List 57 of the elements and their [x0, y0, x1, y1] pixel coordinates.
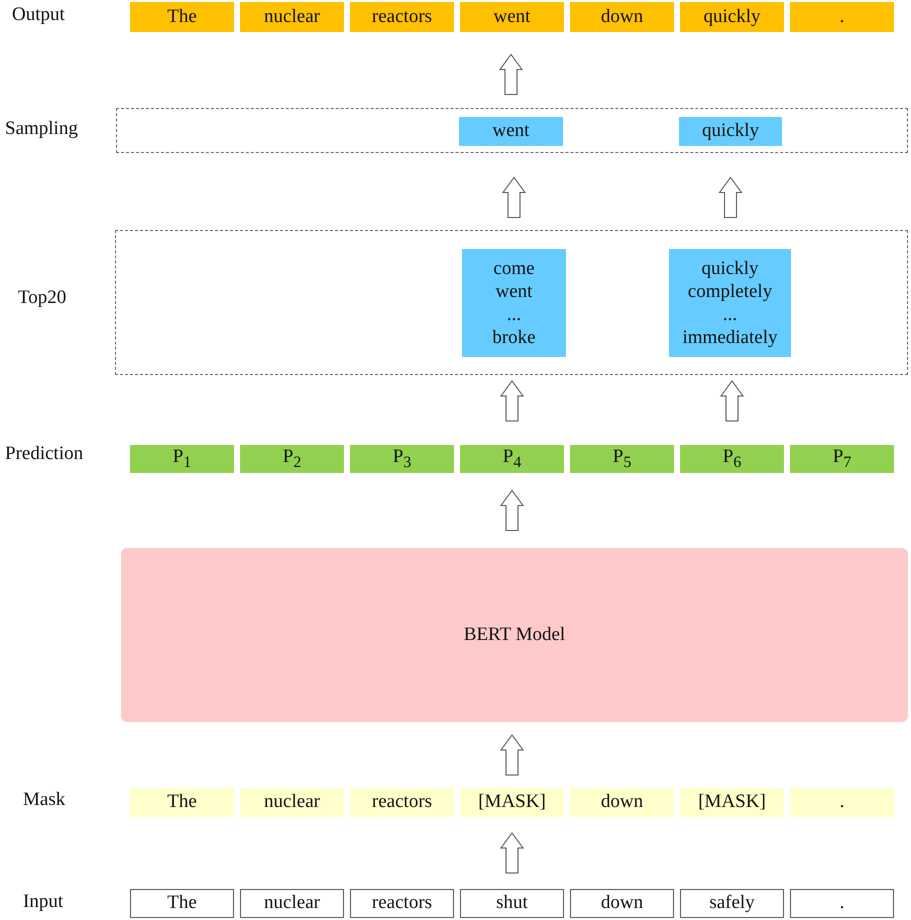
masked-token: down: [570, 788, 674, 817]
prediction-box: P$_{1}$: [130, 445, 234, 473]
masked-token: reactors: [350, 788, 454, 817]
hollow-arrow: [500, 490, 524, 531]
row-label: Prediction: [5, 443, 84, 465]
candidate-box: [462, 249, 566, 357]
input-token: shut: [460, 889, 564, 918]
row-label: Input: [23, 891, 64, 913]
candidate-word: completely: [688, 280, 772, 303]
output-token: reactors: [350, 2, 454, 32]
row-label: Mask: [23, 789, 66, 811]
model-block: BERT Model: [121, 548, 908, 722]
hollow-arrow: [718, 176, 742, 218]
prediction-box: P$_{6}$: [680, 445, 784, 473]
input-token: .: [790, 889, 894, 918]
hollow-arrow: [720, 380, 744, 422]
dashed-band: [116, 108, 908, 153]
candidate-word: immediately: [682, 326, 778, 350]
candidate-word: went: [496, 280, 532, 303]
input-token: safely: [680, 889, 784, 918]
candidate-word: come: [493, 256, 535, 280]
candidate-word: quickly: [702, 256, 758, 280]
masked-token: .: [790, 788, 894, 817]
hollow-arrow: [500, 832, 524, 874]
input-token: down: [570, 889, 674, 918]
candidate-word: ...: [506, 303, 522, 326]
hollow-arrow: [500, 734, 524, 776]
candidate-box: [669, 249, 791, 357]
masked-token: [MASK]: [460, 788, 564, 817]
row-label: Output: [12, 4, 65, 26]
prediction-box: P$_{3}$: [350, 445, 454, 473]
output-token: .: [790, 2, 894, 32]
output-token: The: [130, 2, 234, 32]
output-token: went: [460, 2, 564, 32]
hollow-arrow: [500, 380, 524, 422]
prediction-box: P$_{5}$: [570, 445, 674, 473]
output-token: nuclear: [240, 2, 344, 32]
row-label: Top20: [18, 287, 66, 309]
hollow-arrow: [499, 54, 523, 95]
prediction-box: P$_{4}$: [460, 445, 564, 473]
masked-token: The: [130, 788, 234, 817]
hollow-arrow: [502, 176, 526, 218]
input-token: nuclear: [240, 889, 344, 918]
input-token: reactors: [350, 889, 454, 918]
masked-token: [MASK]: [680, 788, 784, 817]
input-token: The: [130, 889, 234, 918]
sampled-word: went: [459, 117, 563, 146]
row-label: Sampling: [5, 118, 78, 140]
output-token: quickly: [680, 2, 784, 32]
candidate-word: ...: [722, 303, 738, 326]
masked-token: nuclear: [240, 788, 344, 817]
candidate-word: broke: [492, 326, 536, 350]
dashed-band: [115, 230, 908, 375]
output-token: down: [570, 2, 674, 32]
prediction-box: P$_{2}$: [240, 445, 344, 473]
sampled-word: quickly: [679, 117, 782, 146]
prediction-box: P$_{7}$: [790, 445, 894, 473]
